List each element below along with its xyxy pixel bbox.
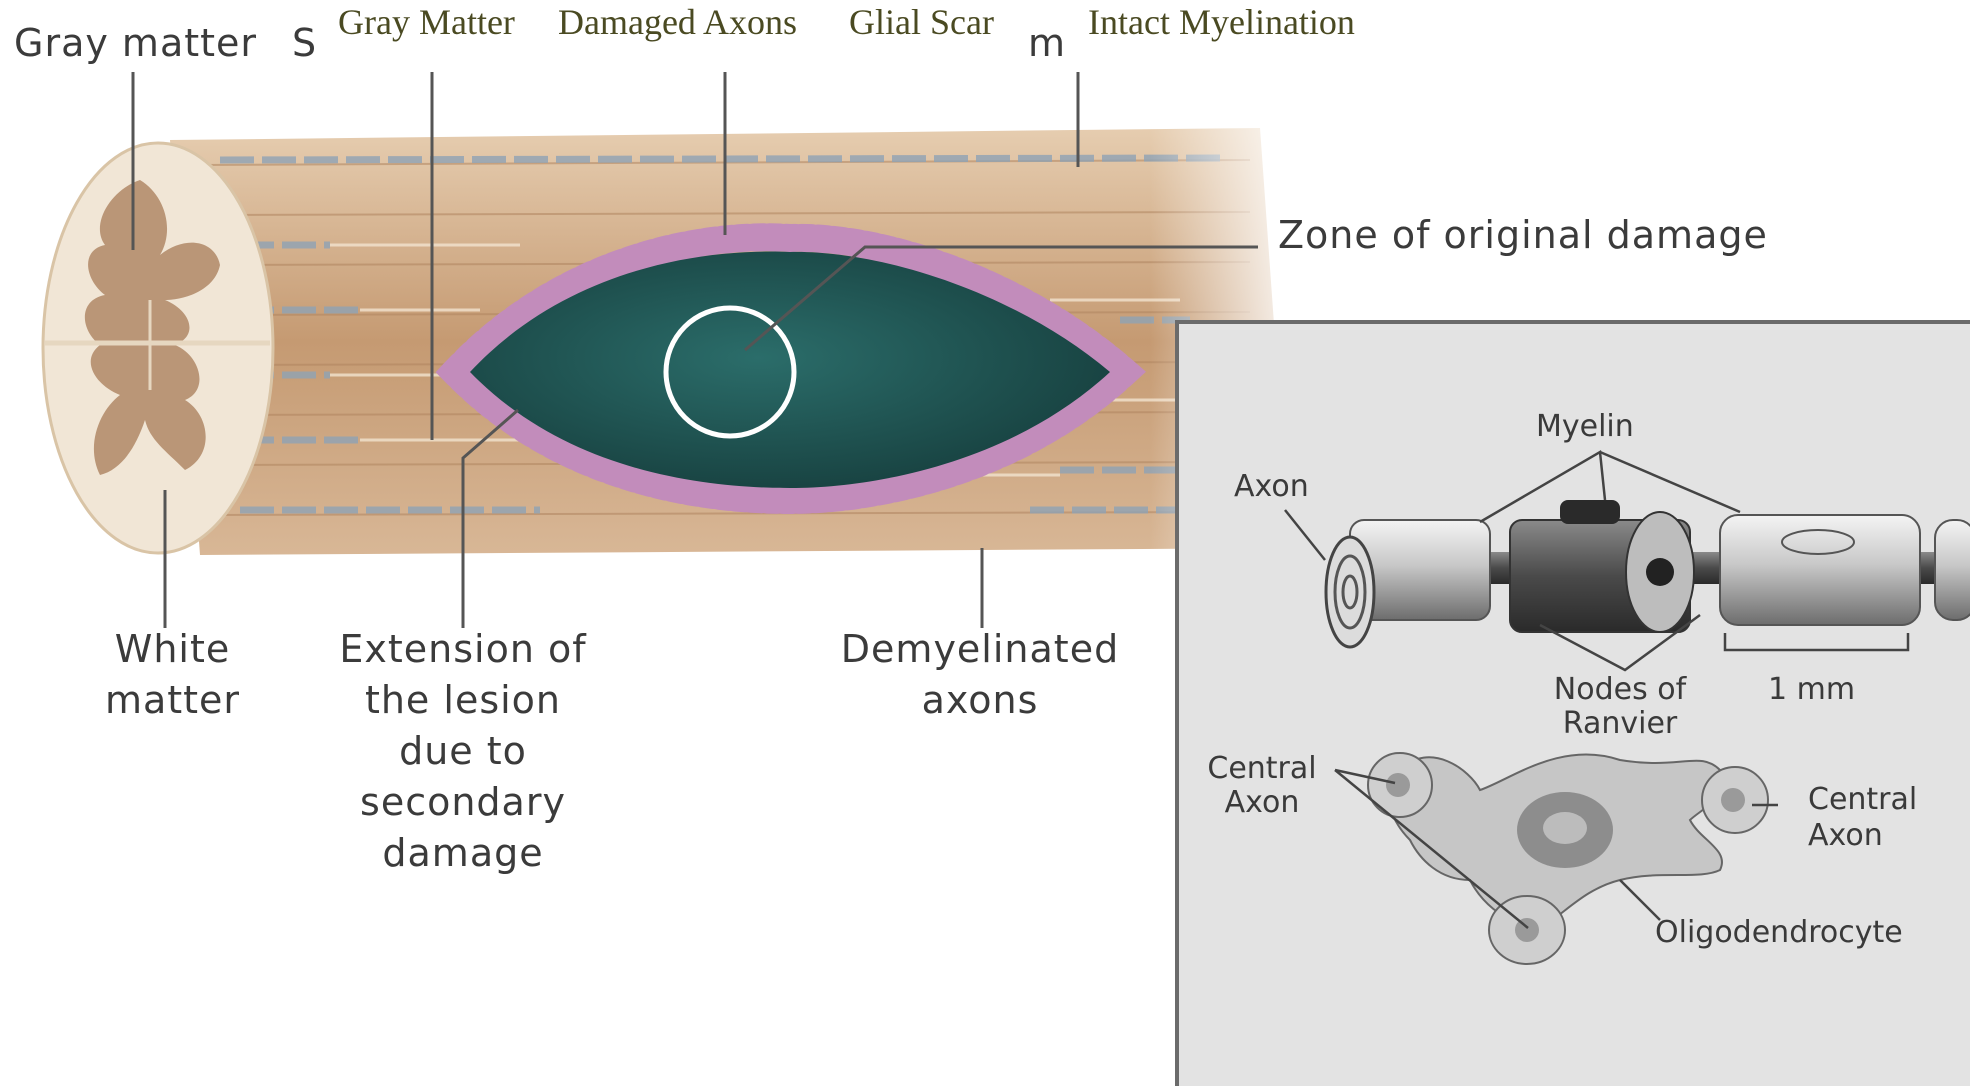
inset-axon-label: Axon [1234, 472, 1309, 502]
inset-myelin-label: Myelin [1536, 412, 1634, 442]
overlay-damaged-axons: Damaged Axons [554, 4, 801, 40]
inset-scale-label: 1 mm [1768, 675, 1855, 705]
myelination-label-partial: m [1028, 24, 1066, 62]
overlay-intact-myelination: Intact Myelination [1084, 4, 1359, 40]
overlay-glial-scar: Glial Scar [845, 4, 998, 40]
gray-matter-label: Gray matter [14, 24, 257, 62]
severed-axon-label-partial: S [292, 24, 317, 62]
inset-oligodendrocyte-label: Oligodendrocyte [1655, 918, 1903, 948]
overlay-gray-matter: Gray Matter [334, 4, 519, 40]
zone-original-damage-label: Zone of original damage [1278, 216, 1768, 254]
cord-cross-section [43, 143, 273, 553]
